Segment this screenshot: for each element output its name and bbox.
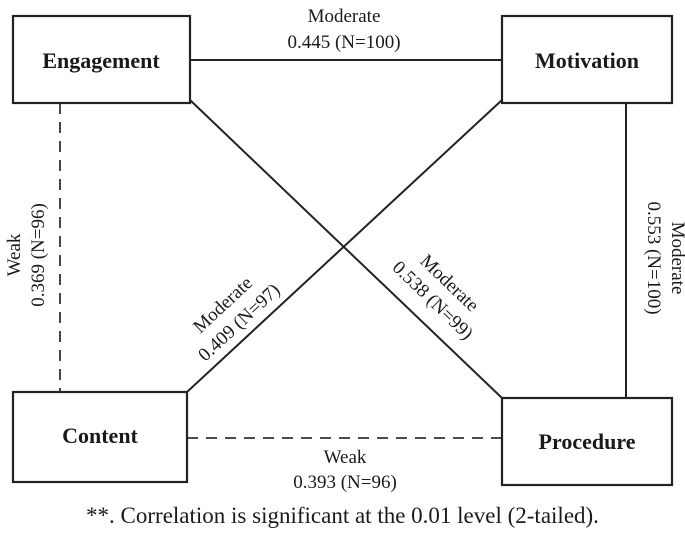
diagram-canvas: Engagement Motivation Content Procedure … (4, 6, 685, 493)
edge-engagement-motivation-value: 0.445 (N=100) (287, 32, 400, 53)
edge-motivation-procedure-strength: Moderate (667, 222, 685, 295)
node-motivation: Motivation (500, 14, 674, 105)
edge-motivation-procedure-value: 0.553 (N=100) (643, 201, 664, 314)
node-procedure-label: Procedure (539, 429, 636, 454)
edge-engagement-content-value: 0.369 (N=96) (28, 203, 49, 307)
node-content-label: Content (62, 423, 138, 448)
edge-engagement-procedure (189, 99, 503, 399)
node-motivation-label: Motivation (535, 48, 639, 73)
node-engagement-label: Engagement (42, 48, 160, 73)
node-engagement: Engagement (11, 14, 192, 105)
significance-footnote: **. Correlation is significant at the 0.… (86, 503, 599, 528)
edge-engagement-motivation-strength: Moderate (308, 6, 381, 27)
edge-content-motivation (186, 99, 503, 393)
node-content: Content (11, 390, 189, 484)
node-procedure: Procedure (500, 396, 674, 487)
edge-engagement-content-strength: Weak (4, 233, 25, 276)
edge-content-procedure-strength: Weak (324, 447, 367, 468)
edge-content-procedure-value: 0.393 (N=96) (293, 472, 397, 493)
